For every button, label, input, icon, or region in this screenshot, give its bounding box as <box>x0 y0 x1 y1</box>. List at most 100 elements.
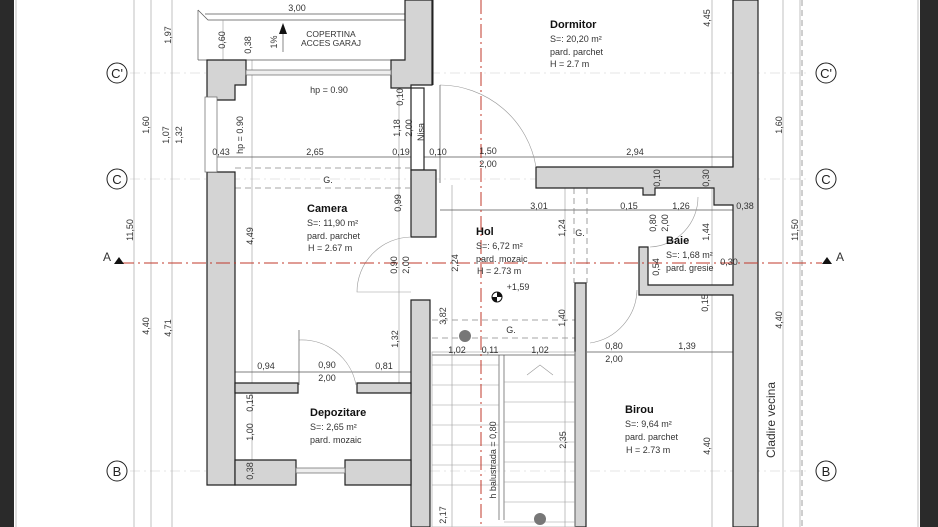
room-baie: Baie S=: 1,68 m² pard. gresie <box>666 235 714 273</box>
beam-label: G. <box>323 175 333 185</box>
svg-text:C': C' <box>820 66 832 81</box>
svg-text:H = 2.67 m: H = 2.67 m <box>308 243 352 253</box>
svg-text:1,32: 1,32 <box>174 126 184 144</box>
svg-text:4,40: 4,40 <box>702 437 712 455</box>
windows <box>204 69 392 474</box>
svg-text:C: C <box>112 172 121 187</box>
svg-text:0,60: 0,60 <box>217 31 227 49</box>
svg-text:pard. parchet: pard. parchet <box>625 432 679 442</box>
nisa-label: Nisa <box>416 123 426 141</box>
svg-text:1,40: 1,40 <box>557 309 567 327</box>
svg-text:0,43: 0,43 <box>212 147 230 157</box>
room-birou: Birou S=: 9,64 m² pard. parchet H = 2.73… <box>625 404 679 455</box>
svg-text:Baie: Baie <box>666 235 689 247</box>
svg-text:0,10: 0,10 <box>429 147 447 157</box>
svg-text:1,02: 1,02 <box>448 345 466 355</box>
svg-text:2,00: 2,00 <box>401 256 411 274</box>
svg-text:S=: 1,68 m²: S=: 1,68 m² <box>666 250 713 260</box>
svg-text:0,38: 0,38 <box>736 201 754 211</box>
svg-text:4,45: 4,45 <box>702 9 712 27</box>
svg-text:0,81: 0,81 <box>375 361 393 371</box>
horizontal-dimensions: 3,00 0,43 2,65 0,19 0,10 1,50 2,00 2,94 … <box>212 3 754 383</box>
section-label-right: A <box>836 250 844 264</box>
svg-text:H = 2.73 m: H = 2.73 m <box>626 445 670 455</box>
svg-text:1,26: 1,26 <box>672 201 690 211</box>
svg-text:1,02: 1,02 <box>531 345 549 355</box>
svg-text:1,60: 1,60 <box>774 116 784 134</box>
svg-text:0,80: 0,80 <box>605 341 623 351</box>
svg-text:C: C <box>821 172 830 187</box>
svg-text:4,40: 4,40 <box>141 317 151 335</box>
svg-text:S=: 20,20 m²: S=: 20,20 m² <box>550 34 602 44</box>
svg-text:0,10: 0,10 <box>395 88 405 106</box>
svg-text:0,15: 0,15 <box>620 201 638 211</box>
svg-text:C': C' <box>111 66 123 81</box>
svg-text:1,60: 1,60 <box>141 116 151 134</box>
svg-text:Depozitare: Depozitare <box>310 407 366 419</box>
svg-text:2,00: 2,00 <box>605 354 623 364</box>
svg-text:0,15: 0,15 <box>245 394 255 412</box>
section-arrow-left-icon <box>114 257 124 264</box>
beam-label: G. <box>506 325 516 335</box>
svg-text:1,24: 1,24 <box>557 219 567 237</box>
beams <box>235 167 588 339</box>
svg-text:0,19: 0,19 <box>392 147 410 157</box>
section-label-left: A <box>103 250 111 264</box>
svg-text:B: B <box>822 464 831 479</box>
svg-text:0,38: 0,38 <box>243 36 253 54</box>
neighbor-building-label: Cladire vecina <box>764 382 778 458</box>
svg-text:0,10: 0,10 <box>652 169 662 187</box>
svg-text:2,65: 2,65 <box>306 147 324 157</box>
room-depozitare: Depozitare S=: 2,65 m² pard. mozaic <box>310 407 366 445</box>
svg-text:pard. parchet: pard. parchet <box>307 231 361 241</box>
vertical-dimensions: 1,97 0,60 0,38 0,10 1,18 2,00 hp = 0.90 … <box>125 9 800 524</box>
svg-text:1,97: 1,97 <box>163 26 173 44</box>
doors <box>298 84 699 386</box>
svg-text:3,01: 3,01 <box>530 201 548 211</box>
canopy-label-2: ACCES GARAJ <box>301 38 361 48</box>
svg-text:2,00: 2,00 <box>318 373 336 383</box>
svg-text:1,00: 1,00 <box>245 423 255 441</box>
svg-text:4,71: 4,71 <box>163 319 173 337</box>
svg-text:11,50: 11,50 <box>125 219 135 241</box>
svg-text:4,40: 4,40 <box>774 311 784 329</box>
svg-text:1,07: 1,07 <box>161 126 171 144</box>
svg-text:hp = 0.90: hp = 0.90 <box>310 85 348 95</box>
svg-text:pard. mozaic: pard. mozaic <box>310 435 362 445</box>
svg-text:1,39: 1,39 <box>678 341 696 351</box>
svg-text:2,94: 2,94 <box>626 147 644 157</box>
svg-text:2,00: 2,00 <box>479 159 497 169</box>
svg-text:2,35: 2,35 <box>558 431 568 449</box>
canopy-label-1: COPERTINA <box>306 29 356 39</box>
svg-text:1,44: 1,44 <box>701 223 711 241</box>
svg-text:pard. mozaic: pard. mozaic <box>476 254 528 264</box>
svg-text:0,90: 0,90 <box>389 256 399 274</box>
room-dormitor: Dormitor S=: 20,20 m² pard. parchet H = … <box>550 19 604 69</box>
level-label: +1,59 <box>507 282 530 292</box>
svg-text:2,00: 2,00 <box>660 214 670 232</box>
svg-text:Dormitor: Dormitor <box>550 19 597 31</box>
svg-text:0,11: 0,11 <box>482 345 499 355</box>
svg-text:pard. gresie: pard. gresie <box>666 263 714 273</box>
svg-text:0,94: 0,94 <box>257 361 275 371</box>
svg-text:0,15: 0,15 <box>700 294 710 312</box>
room-hol: Hol S=: 6,72 m² pard. mozaic H = 2.73 m <box>476 226 528 276</box>
grid-bubbles: C' C B C' C B <box>106 62 837 482</box>
canopy-slope: 1% <box>269 35 279 48</box>
svg-text:0,99: 0,99 <box>393 194 403 212</box>
beam-label: G. <box>575 228 585 238</box>
svg-text:H = 2.73 m: H = 2.73 m <box>477 266 521 276</box>
svg-text:4,49: 4,49 <box>245 227 255 245</box>
level-marker-icon <box>491 291 503 303</box>
svg-text:0,30: 0,30 <box>720 257 738 267</box>
svg-text:0,54: 0,54 <box>651 258 661 276</box>
svg-text:1,18: 1,18 <box>392 119 402 137</box>
right-border <box>920 0 938 527</box>
room-camera: Camera S=: 11,90 m² pard. parchet H = 2.… <box>307 203 361 253</box>
svg-text:hp = 0.90: hp = 0.90 <box>235 116 245 154</box>
staircase <box>431 330 576 527</box>
svg-text:Hol: Hol <box>476 226 494 238</box>
svg-text:Birou: Birou <box>625 404 654 416</box>
